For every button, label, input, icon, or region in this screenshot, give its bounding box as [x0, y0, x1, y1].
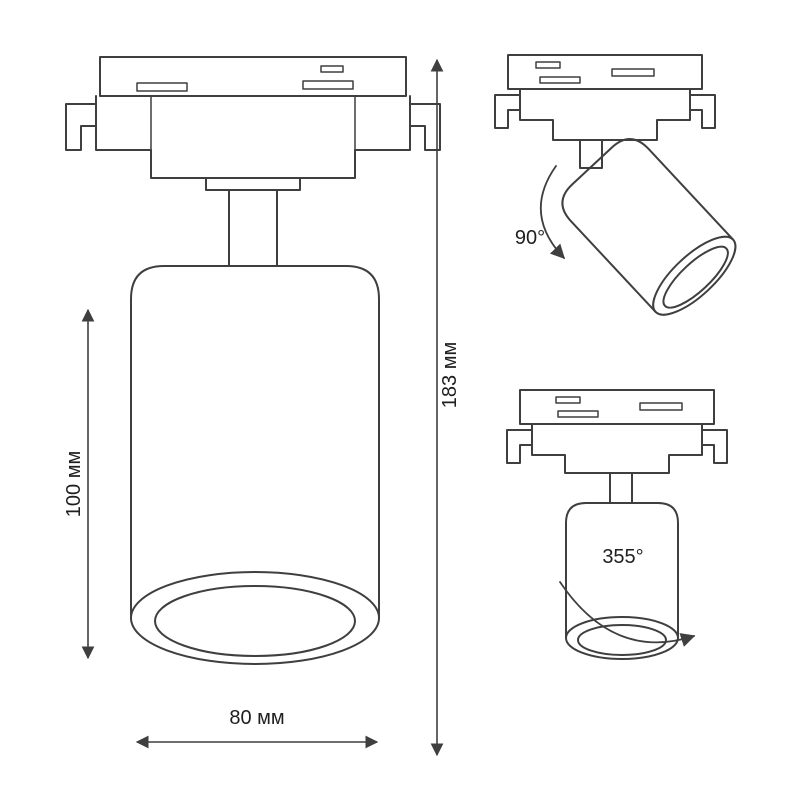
stem: [579, 139, 603, 169]
dim-label-diameter: 80 мм: [229, 707, 284, 729]
track-plate: [519, 389, 715, 425]
lamp-face-outer: [565, 616, 679, 660]
lock-claw-right: [689, 94, 716, 129]
dim-label-body-height: 100 мм: [63, 451, 85, 517]
rotation-arc-arrow: [559, 581, 696, 647]
tilt-view: 90°: [494, 54, 737, 316]
track-plate: [507, 54, 703, 90]
plate-slot: [639, 402, 683, 411]
lock-claw-left: [494, 94, 521, 129]
plate-slot: [539, 76, 581, 84]
lock-claw-left: [65, 103, 97, 151]
tilt-angle-label: 90°: [515, 227, 545, 249]
lock-claw-right: [409, 103, 441, 151]
lamp-face-inner: [662, 245, 729, 309]
lock-claw-right: [701, 429, 728, 464]
lock-claw-left: [506, 429, 533, 464]
tilt-arc-arrow: [539, 165, 565, 260]
front-view: [65, 56, 441, 665]
stem: [609, 472, 633, 504]
lamp-face-outer: [130, 571, 380, 665]
adapter-housing: [531, 423, 703, 474]
plate-slot: [302, 80, 354, 90]
adapter-housing: [95, 95, 411, 179]
track-plate: [99, 56, 407, 97]
lamp-body: [565, 502, 679, 639]
plate-slot: [320, 65, 344, 73]
lamp-face-inner: [577, 624, 667, 656]
plate-slot: [136, 82, 188, 92]
lamp-face-outer: [652, 235, 737, 316]
plate-slot: [535, 61, 561, 69]
dimension-annotations: 100 мм 183 мм 80 мм: [63, 58, 461, 757]
lamp-body: [130, 265, 380, 619]
rotation-angle-label: 355°: [602, 546, 643, 568]
lamp-body: [561, 138, 735, 313]
stem-collar: [205, 177, 301, 191]
stem: [228, 189, 278, 267]
lamp-body-tilted: [561, 138, 737, 316]
lamp-face-inner: [154, 585, 356, 657]
plate-slot: [557, 410, 599, 418]
dim-label-overall-height: 183 мм: [439, 342, 461, 408]
plate-slot: [611, 68, 655, 77]
plate-slot: [555, 396, 581, 404]
rotation-view: 355°: [506, 389, 728, 660]
adapter-housing: [519, 88, 691, 141]
